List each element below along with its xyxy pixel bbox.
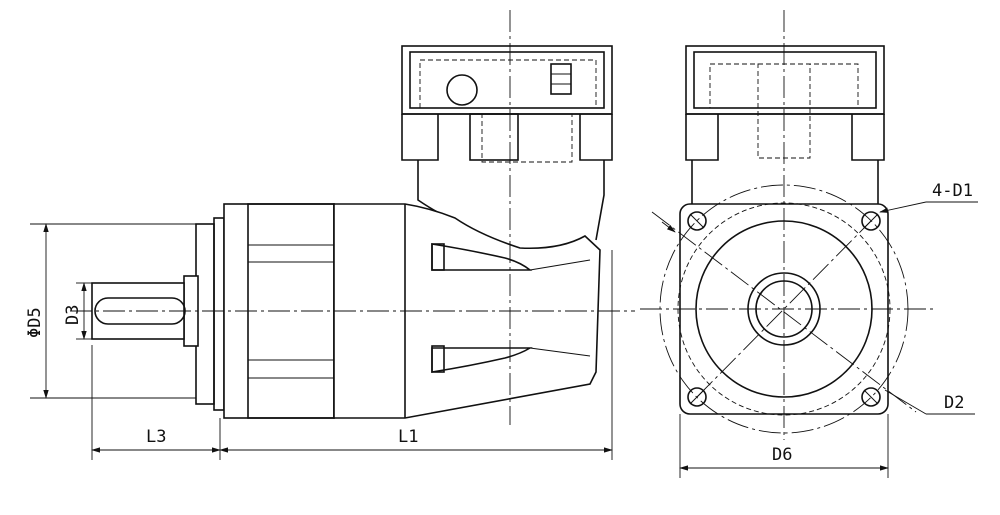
dim-label-l3: L3 bbox=[146, 427, 166, 447]
front-view: 4-D1 D2 D6 bbox=[640, 10, 978, 478]
dim-label-4-d1: 4-D1 bbox=[932, 181, 973, 201]
dim-label-d3: D3 bbox=[63, 305, 83, 325]
dim-label-d2: D2 bbox=[944, 393, 964, 413]
dim-label-l1: L1 bbox=[398, 427, 418, 447]
motor-mount-block bbox=[401, 45, 613, 241]
side-view: ΦD5 D3 L3 L1 bbox=[25, 10, 635, 460]
dim-label-d5: ΦD5 bbox=[25, 307, 45, 338]
front-motor-mount bbox=[685, 45, 885, 205]
dim-label-d6: D6 bbox=[772, 445, 792, 465]
